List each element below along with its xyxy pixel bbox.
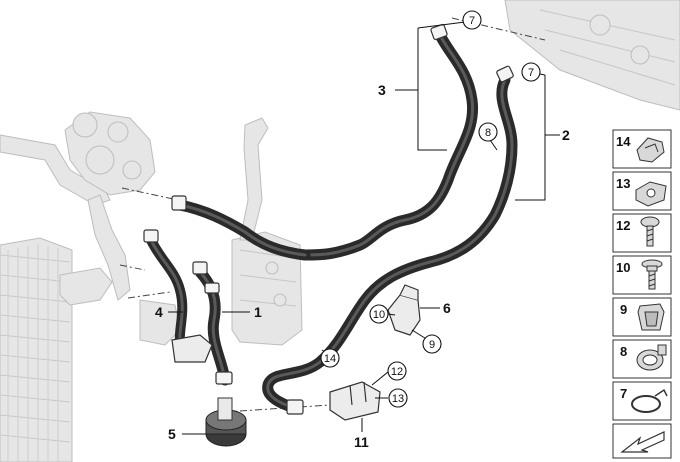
filler-pipe <box>239 117 269 241</box>
ref-8: 8 <box>485 127 491 139</box>
arrow-icon <box>620 431 665 453</box>
radiator <box>0 237 73 462</box>
callout-2: 2 <box>562 127 570 143</box>
ref-7-right: 7 <box>528 67 534 79</box>
engine-block <box>504 0 680 111</box>
ref-12: 12 <box>391 366 403 378</box>
hose-3 <box>174 29 479 261</box>
ref-13: 13 <box>392 393 404 405</box>
screw-icon <box>640 216 660 247</box>
hose-clip-icon <box>636 344 667 371</box>
lower-grey-pipe <box>139 299 181 346</box>
ref-7-top: 7 <box>469 15 475 27</box>
left-fitting <box>59 267 113 306</box>
legend-num-12: 12 <box>616 218 630 233</box>
legend-num-10: 10 <box>616 260 630 275</box>
callout-6: 6 <box>443 300 451 316</box>
expanding-nut-icon <box>637 303 665 331</box>
collar-screw-icon <box>641 259 663 290</box>
hose-4 <box>145 233 188 350</box>
callouts: 3 2 4 1 5 6 11 <box>155 82 570 450</box>
bracket-lower-left <box>171 334 213 363</box>
ref-10: 10 <box>373 309 385 321</box>
thermostat-housing <box>64 111 156 196</box>
legend-num-13: 13 <box>616 176 630 191</box>
callout-5: 5 <box>168 426 176 442</box>
legend-num-14: 14 <box>616 134 631 149</box>
callout-11: 11 <box>354 434 369 450</box>
callout-3: 3 <box>378 82 386 98</box>
spring-nut-icon <box>635 181 667 207</box>
ref-14: 14 <box>324 353 336 365</box>
water-pump <box>205 397 247 447</box>
left-pipe <box>87 194 131 301</box>
circled-refs <box>320 10 541 408</box>
expansion-tank <box>231 231 303 346</box>
connectors <box>143 23 514 415</box>
parts-legend: 14 13 12 10 9 8 7 <box>612 129 672 459</box>
callout-4: 4 <box>155 304 163 320</box>
ref-9: 9 <box>429 339 435 351</box>
hose-2 <box>262 74 518 414</box>
legend-row-7 <box>612 381 672 421</box>
legend-num-9: 9 <box>620 302 627 317</box>
hose-clamp-icon <box>631 388 668 413</box>
bracket-11 <box>329 381 381 421</box>
legend-num-7: 7 <box>620 386 627 401</box>
callout-1: 1 <box>254 304 262 320</box>
legend-num-8: 8 <box>620 344 627 359</box>
clip-icon <box>636 137 665 163</box>
circled-ref-labels: 7 7 8 10 9 14 12 13 <box>324 15 534 405</box>
hoses <box>145 29 518 414</box>
leader-lines <box>168 21 560 435</box>
bracket-6 <box>387 284 421 336</box>
